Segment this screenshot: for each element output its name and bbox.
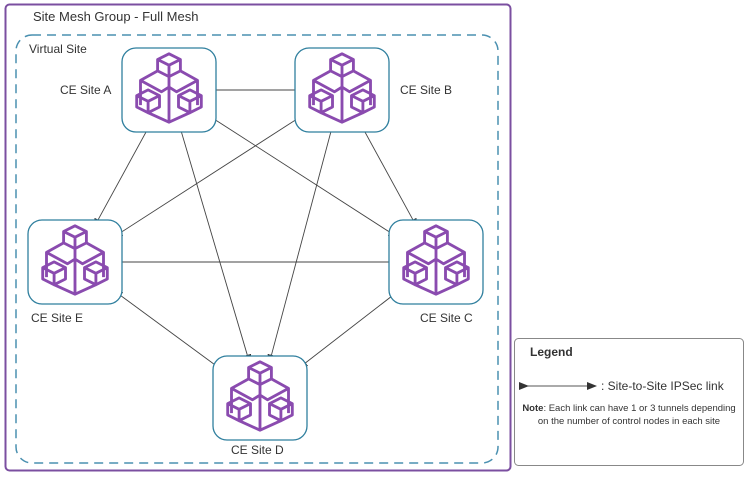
site-label: CE Site C	[420, 311, 473, 325]
ipsec-link-a-d	[172, 114, 252, 365]
legend-title: Legend	[530, 345, 573, 359]
legend-note-line1: Note: Each link can have 1 or 3 tunnels …	[522, 403, 735, 414]
legend-note-text: : Each link can have 1 or 3 tunnels depe…	[543, 403, 735, 414]
sites-layer: CE Site A CE Site B CE Site C CE Site D CE S…	[27, 47, 484, 457]
site-c[interactable]: CE Site C	[388, 219, 484, 325]
site-label: CE Site E	[31, 311, 83, 325]
ipsec-link-a-e	[93, 114, 159, 229]
legend-note-line2: on the number of control nodes in each s…	[538, 416, 720, 427]
ipsec-link-b-d	[267, 114, 340, 365]
ipsec-link-c-d	[297, 283, 408, 369]
site-b[interactable]: CE Site B	[294, 47, 452, 133]
virtual-site-label: Virtual Site	[29, 42, 87, 56]
virtual-site-box	[15, 34, 499, 464]
ipsec-link-a-c	[197, 106, 399, 238]
ipsec-link-d-e	[112, 289, 232, 379]
links-layer	[93, 86, 418, 379]
site-d[interactable]: CE Site D	[212, 355, 308, 457]
legend: Legend : Site-to-Site IPSec link Note: E…	[514, 338, 744, 466]
legend-link-label: : Site-to-Site IPSec link	[601, 379, 725, 393]
ipsec-link-b-e	[112, 106, 314, 238]
site-mesh-group-box	[4, 3, 512, 472]
site-label: CE Site B	[400, 83, 452, 97]
site-e[interactable]: CE Site E	[27, 219, 123, 325]
site-a[interactable]: CE Site A	[60, 47, 217, 133]
ipsec-link-b-c	[352, 114, 418, 229]
site-mesh-group-title: Site Mesh Group - Full Mesh	[33, 9, 198, 24]
legend-note-bold: Note	[522, 403, 543, 414]
legend-box	[514, 338, 744, 466]
site-label: CE Site A	[60, 83, 111, 97]
site-label: CE Site D	[231, 443, 284, 457]
